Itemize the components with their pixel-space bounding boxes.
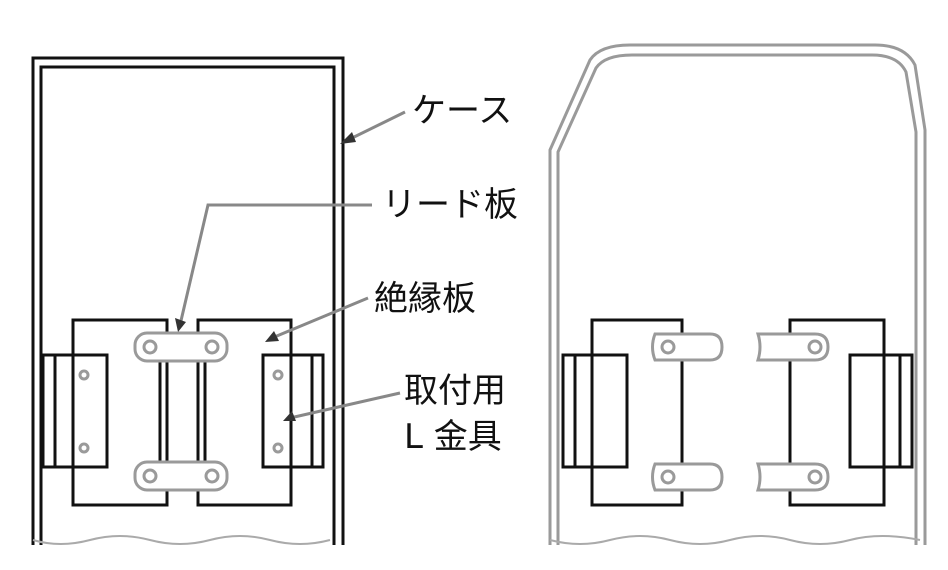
left-lead-plates: [78, 331, 284, 492]
label-lead-plate: リード板: [382, 185, 518, 225]
right-lead-plate-tr: [755, 332, 830, 362]
label-bracket-line1: 取付用: [404, 371, 506, 411]
left-bracket-left: [41, 353, 109, 469]
right-component-a: [590, 318, 684, 507]
right-lead-plate-br: [755, 462, 830, 492]
leader-lead-plate: [178, 203, 372, 326]
label-insulating-plate: 絶縁板: [374, 279, 476, 319]
right-component-b: [788, 318, 886, 507]
left-assembly: [41, 318, 325, 507]
right-case: [548, 43, 927, 545]
leader-insulating-plate: [271, 296, 369, 340]
right-bracket-right: [848, 353, 914, 469]
right-lead-plates: [651, 332, 830, 492]
left-case: [31, 56, 345, 545]
leader-arrowheads: [175, 132, 356, 421]
leader-bracket: [289, 391, 401, 420]
left-lead-plate-top: [133, 331, 229, 363]
label-case: ケース: [412, 91, 513, 131]
left-lead-plate-bottom: [133, 460, 229, 492]
left-component-a: [71, 318, 169, 507]
right-break-line: [549, 535, 921, 545]
leader-lines: [178, 110, 406, 420]
label-bracket-line2: L 金具: [404, 417, 502, 457]
left-break-line: [32, 535, 331, 545]
right-bracket-left: [561, 353, 629, 469]
leader-case: [347, 110, 406, 142]
left-bracket-right: [261, 353, 325, 469]
right-assembly: [561, 318, 914, 507]
